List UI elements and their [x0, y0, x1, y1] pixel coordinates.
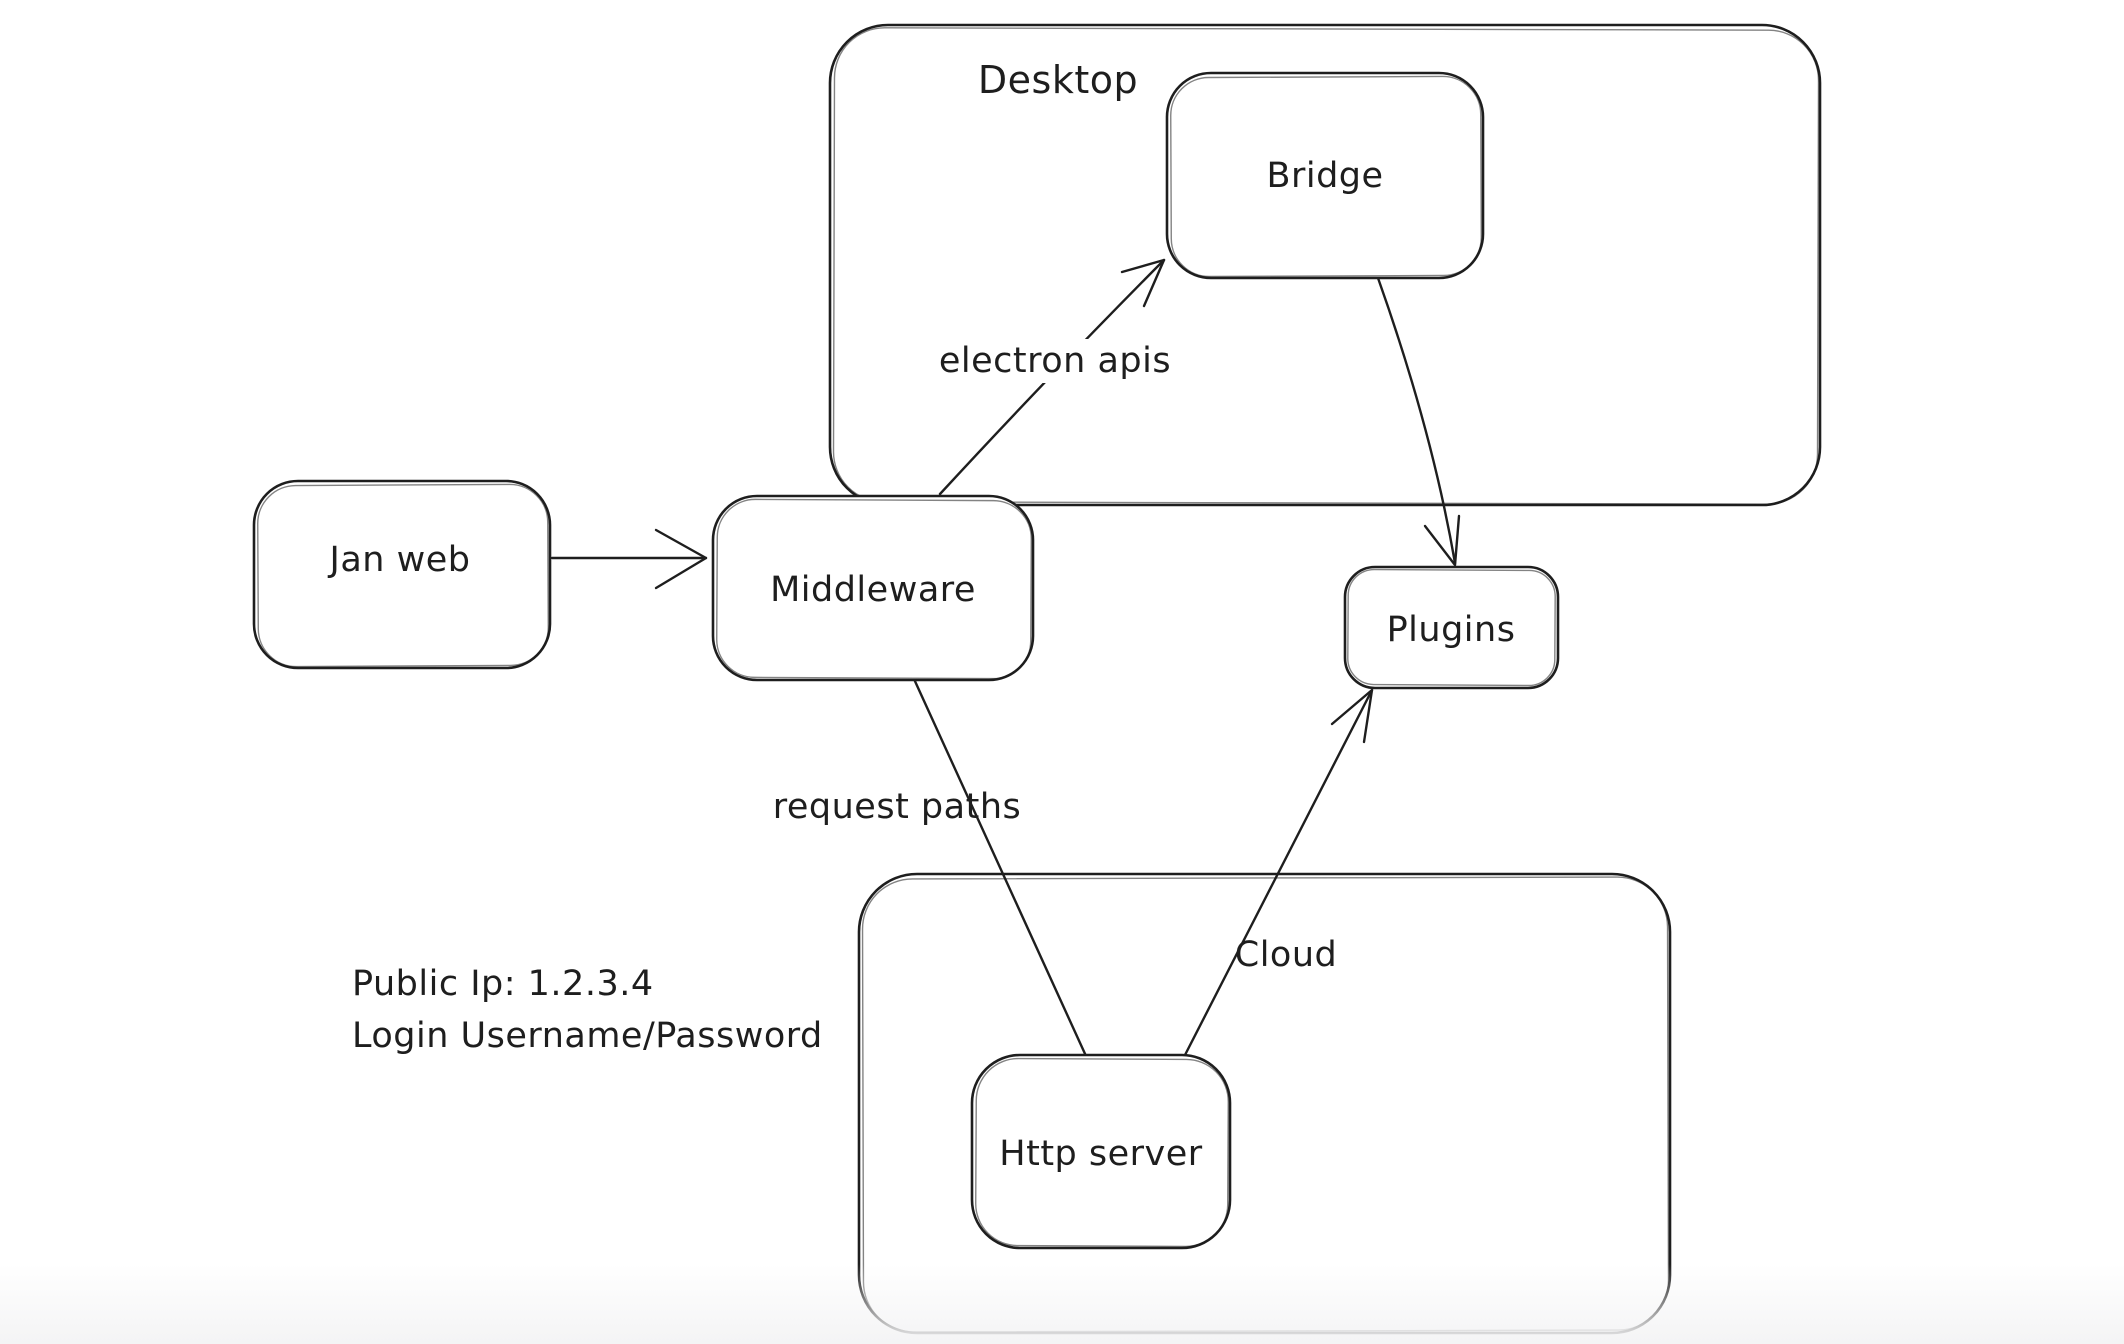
- jan-web-node-label: Jan web: [329, 540, 471, 580]
- arrowhead-bridge-to-plugins: [1423, 514, 1461, 567]
- http-server-node-box-sketch: [975, 1057, 1229, 1248]
- request-paths-edge-label: request paths: [772, 787, 1022, 827]
- middleware-node-box-sketch: [716, 498, 1032, 680]
- middleware-node-label: Middleware: [770, 570, 976, 610]
- electron-apis-edge-label: electron apis: [928, 339, 1182, 383]
- jan-web-node-box: [252, 479, 552, 670]
- credentials-note: Public Ip: 1.2.3.4 Login Username/Passwo…: [352, 958, 823, 1062]
- middleware-node-box: [711, 494, 1035, 682]
- arrowhead-middleware-to-bridge: [1120, 258, 1166, 308]
- plugins-node-box-sketch: [1347, 568, 1556, 687]
- http-server-node-label: Http server: [999, 1134, 1203, 1174]
- bridge-node-label: Bridge: [1266, 156, 1384, 196]
- plugins-node-label: Plugins: [1386, 610, 1516, 650]
- jan-web-node-box-sketch: [257, 483, 549, 668]
- arrowhead-janweb-to-middleware: [654, 528, 708, 590]
- desktop-container-box-sketch: [832, 27, 1820, 505]
- arrowhead-httpserver-to-plugins: [1330, 688, 1374, 744]
- credentials-note-line2: Login Username/Password: [352, 1016, 823, 1056]
- bridge-node-box: [1165, 71, 1485, 280]
- arrow-httpserver-to-plugins: [1183, 688, 1374, 1057]
- bridge-node-box-sketch: [1170, 75, 1482, 278]
- desktop-container-label: Desktop: [977, 58, 1139, 102]
- arrow-bridge-to-plugins: [1376, 276, 1457, 565]
- credentials-note-line1: Public Ip: 1.2.3.4: [352, 964, 654, 1004]
- plugins-node-box: [1343, 565, 1560, 690]
- http-server-node-box: [970, 1053, 1232, 1250]
- cloud-container-label: Cloud: [1234, 935, 1338, 975]
- line-middleware-to-httpserver: [912, 677, 1088, 1058]
